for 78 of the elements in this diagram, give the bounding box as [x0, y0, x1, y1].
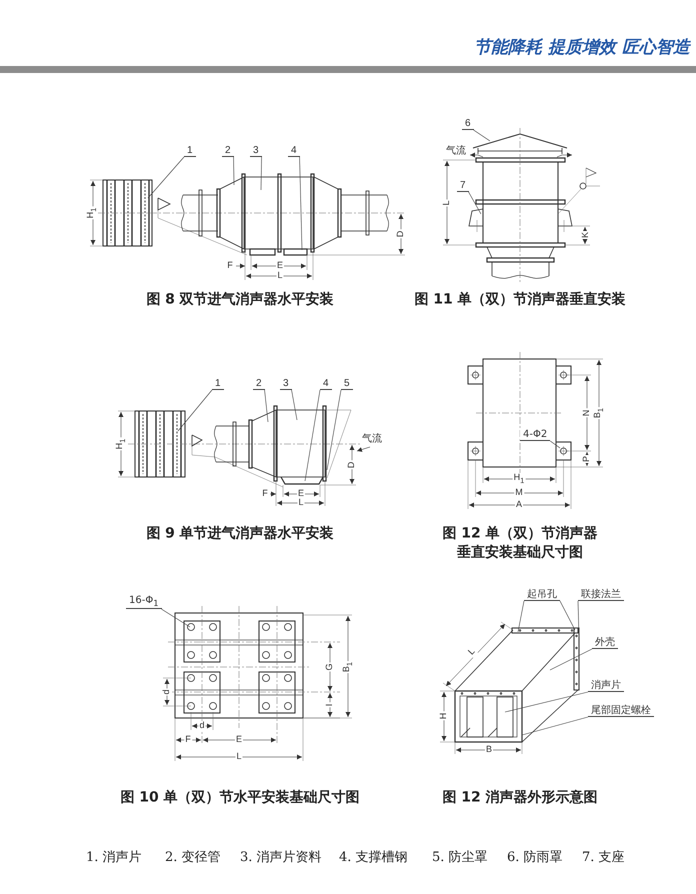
- leader-line: [550, 440, 560, 448]
- callout-number: 2: [222, 145, 234, 157]
- callout-number: 4: [288, 145, 300, 157]
- callout-label: 消声片: [588, 680, 624, 692]
- callout-label: 尾部固定螺栓: [588, 705, 654, 717]
- leader-line: [473, 130, 490, 142]
- leader-line: [522, 716, 588, 736]
- dimension-label: d: [162, 688, 172, 696]
- leader-line: [291, 390, 298, 420]
- parts-list-item: 6. 防雨罩: [507, 850, 563, 866]
- dimension-label: G: [325, 662, 335, 672]
- dimension-label: L: [442, 200, 452, 206]
- callout-label: 16-Φ$_{1}$: [126, 595, 162, 610]
- dimension-label: I: [325, 702, 335, 708]
- leader-line: [178, 390, 212, 432]
- leader-line: [560, 600, 576, 630]
- callout-number: 1: [212, 378, 224, 390]
- dimension-label: E: [276, 261, 284, 271]
- figure-caption: 图 10 单（双）节水平安装基础尺寸图: [120, 790, 360, 806]
- leader-line: [550, 648, 592, 670]
- callout-label: 4-Φ2: [520, 429, 550, 441]
- callout-label: 联接法兰: [578, 589, 624, 601]
- leader-line: [518, 600, 524, 632]
- dimension-label: D: [347, 460, 357, 470]
- parts-list-item: 7. 支座: [582, 850, 625, 866]
- figure-caption: 图 9 单节进气消声器水平安装: [146, 526, 334, 542]
- figure-caption: 图 12 消声器外形示意图: [442, 790, 598, 806]
- parts-list-item: 5. 防尘罩: [432, 850, 488, 866]
- dimension-label: H$_{1}$: [512, 472, 526, 486]
- dimension-label: K: [581, 231, 591, 239]
- callout-number: 2: [253, 378, 265, 390]
- dimension-label: P: [582, 455, 592, 463]
- callout-number: 5: [341, 378, 353, 390]
- dimension-label: E: [235, 735, 243, 745]
- airflow-label: 气流: [446, 146, 466, 156]
- leader-line: [260, 156, 262, 190]
- parts-list-item: 1. 消声片: [86, 850, 142, 866]
- figure-caption: 图 12 单（双）节消声器: [442, 526, 598, 542]
- leader-line: [578, 600, 580, 638]
- callout-number: 3: [250, 145, 262, 157]
- dimension-label: D: [396, 230, 406, 238]
- callout-label: 起吊孔: [524, 589, 560, 601]
- figure-caption: 图 11 单（双）节消声器垂直安装: [414, 292, 626, 308]
- dimension-label: F: [184, 735, 192, 745]
- leader-line: [326, 390, 342, 470]
- dimension-label: L: [236, 752, 242, 762]
- leader-line: [304, 390, 320, 482]
- dimension-label: N: [582, 408, 592, 418]
- dimension-label: E: [297, 489, 305, 499]
- slogan-text: 节能降耗 提质增效 匠心智造: [474, 38, 690, 58]
- dimension-label: F: [261, 489, 269, 499]
- leader-line: [504, 692, 588, 712]
- callout-number: 1: [184, 145, 196, 157]
- callout-number: 6: [462, 118, 474, 130]
- leader-line: [468, 192, 482, 214]
- leader-line: [148, 156, 184, 198]
- dimension-label: d: [198, 721, 206, 731]
- callout-number: 7: [457, 180, 469, 192]
- dimension-label: M: [514, 488, 524, 498]
- dimension-label: A: [515, 500, 523, 510]
- airflow-label: 气流: [362, 434, 382, 444]
- leader-line: [264, 390, 268, 422]
- callout-number: 3: [280, 378, 292, 390]
- dimension-label: L: [298, 498, 304, 508]
- leader-line: [233, 156, 234, 186]
- parts-list-item: 4. 支撑槽钢: [339, 850, 408, 866]
- figure-caption: 垂直安装基础尺寸图: [457, 545, 583, 561]
- dimension-label: F: [226, 261, 234, 271]
- callout-number: 4: [320, 378, 332, 390]
- dimension-label: H: [439, 712, 449, 720]
- dimension-label: L: [276, 271, 284, 281]
- leader-line: [299, 156, 302, 250]
- leader-line: [161, 608, 190, 628]
- callout-label: 外壳: [592, 637, 618, 649]
- parts-list-item: 2. 变径管: [165, 850, 221, 866]
- parts-list-item: 3. 消声片资料: [240, 850, 322, 866]
- figure-caption: 图 8 双节进气消声器水平安装: [146, 292, 334, 308]
- dimension-label: B: [485, 745, 493, 755]
